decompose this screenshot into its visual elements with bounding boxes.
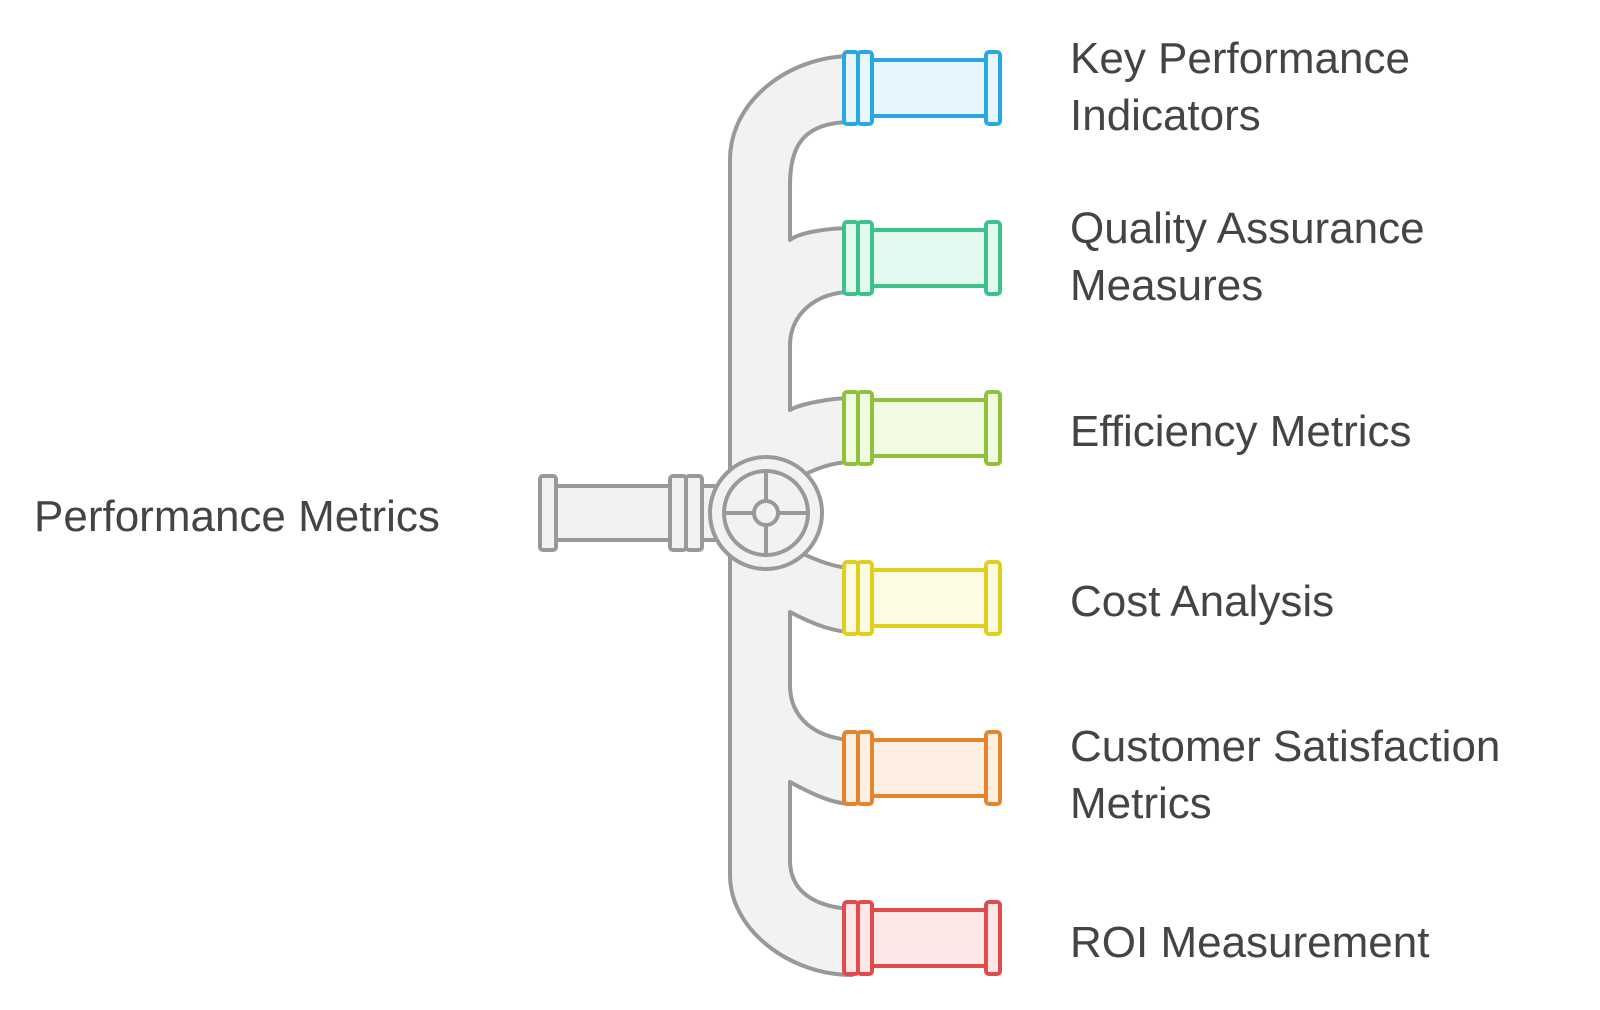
branch-flange-right-5 bbox=[984, 730, 1002, 806]
branch-pipe-5 bbox=[842, 730, 1002, 806]
branch-pipe-body-2 bbox=[864, 228, 988, 288]
branch-pipe-body-6 bbox=[864, 908, 988, 968]
branch-flange-left-b-1 bbox=[856, 50, 874, 126]
branch-label-2-line2: Measures bbox=[1070, 261, 1264, 310]
branch-flange-left-b-2 bbox=[856, 220, 874, 296]
branch-label-5-line2: Metrics bbox=[1070, 779, 1212, 828]
branch-flange-left-b-6 bbox=[856, 900, 874, 976]
inlet-flange-a bbox=[668, 474, 688, 552]
inlet-end-flange bbox=[538, 474, 558, 552]
branch-pipe-2 bbox=[842, 220, 1002, 296]
branch-flange-right-3 bbox=[984, 390, 1002, 466]
branch-label-4-line1: Cost Analysis bbox=[1070, 577, 1335, 626]
branch-pipe-1 bbox=[842, 50, 1002, 126]
branch-flange-left-a-5 bbox=[842, 730, 860, 806]
branch-label-5-line1: Customer Satisfaction bbox=[1070, 722, 1501, 771]
branch-flange-left-a-2 bbox=[842, 220, 860, 296]
branch-flange-left-b-3 bbox=[856, 390, 874, 466]
branch-flange-left-a-4 bbox=[842, 560, 860, 636]
branch-flange-right-1 bbox=[984, 50, 1002, 126]
branch-flange-left-a-1 bbox=[842, 50, 860, 126]
valve-hub bbox=[752, 499, 780, 527]
branch-pipe-body-5 bbox=[864, 738, 988, 798]
branch-pipe-body-3 bbox=[864, 398, 988, 458]
branch-label-1: Key Performance Indicators bbox=[1070, 30, 1590, 144]
branch-pipe-body-4 bbox=[864, 568, 988, 628]
branch-label-5: Customer Satisfaction Metrics bbox=[1070, 718, 1590, 832]
branch-label-4: Cost Analysis bbox=[1070, 573, 1590, 630]
branch-label-1-line2: Indicators bbox=[1070, 91, 1261, 140]
branch-pipe-6 bbox=[842, 900, 1002, 976]
branch-label-3-line1: Efficiency Metrics bbox=[1070, 407, 1412, 456]
root-label: Performance Metrics bbox=[34, 492, 440, 541]
branch-flange-left-b-4 bbox=[856, 560, 874, 636]
branch-flange-right-2 bbox=[984, 220, 1002, 296]
branch-label-6-line1: ROI Measurement bbox=[1070, 918, 1430, 967]
inlet-flange-b bbox=[684, 474, 704, 552]
branch-label-6: ROI Measurement bbox=[1070, 914, 1590, 971]
branch-label-3: Efficiency Metrics bbox=[1070, 403, 1590, 460]
branch-pipe-4 bbox=[842, 560, 1002, 636]
branch-label-2-line1: Quality Assurance bbox=[1070, 204, 1425, 253]
branch-flange-right-6 bbox=[984, 900, 1002, 976]
branch-flange-right-4 bbox=[984, 560, 1002, 636]
branch-flange-left-b-5 bbox=[856, 730, 874, 806]
branch-flange-left-a-3 bbox=[842, 390, 860, 466]
branch-pipes bbox=[842, 50, 1002, 976]
branch-label-2: Quality Assurance Measures bbox=[1070, 200, 1590, 314]
branch-pipe-body-1 bbox=[864, 58, 988, 118]
branch-label-1-line1: Key Performance bbox=[1070, 34, 1410, 83]
branch-flange-left-a-6 bbox=[842, 900, 860, 976]
branch-pipe-3 bbox=[842, 390, 1002, 466]
